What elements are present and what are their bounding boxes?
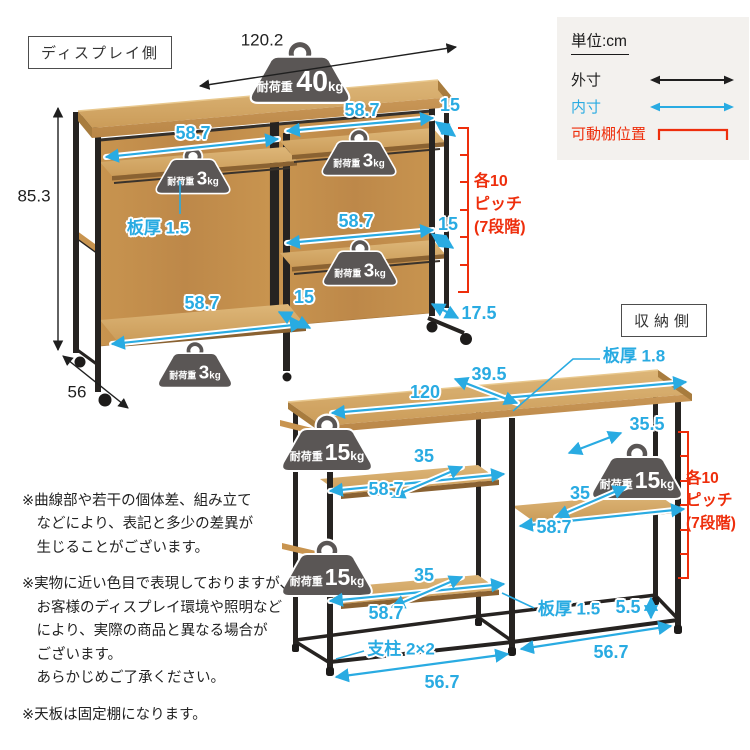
post-size-label: 支柱 2×2 xyxy=(367,639,435,659)
outer-dim-label: 外寸 xyxy=(571,72,602,89)
blue-double-arrow-icon xyxy=(650,102,734,111)
pitch-note: 各10 ピッチ (7段階) xyxy=(474,173,526,237)
dim-shelf-depth: 15 xyxy=(437,214,459,234)
dim-top-width: 120 xyxy=(409,382,441,402)
footnote: ※天板は固定棚になります。 xyxy=(22,706,207,723)
legend-row-inner: 内寸 xyxy=(571,96,735,117)
dim-shelf-width: 58.7 xyxy=(338,211,374,231)
dim-overall-depth: 56 xyxy=(67,382,87,402)
footnote: ※曲線部や若干の個体差、組み立て などにより、表記と多少の差異が 生じることがご… xyxy=(22,493,254,556)
right-frame xyxy=(426,97,472,345)
dim-overall-height: 85.3 xyxy=(17,186,51,206)
display-side-title: ディスプレイ側 xyxy=(28,36,172,69)
red-bracket-icon xyxy=(657,128,729,140)
legend-row-movable: 可動棚位置 xyxy=(571,123,735,144)
legend-row-outer: 外寸 xyxy=(571,69,735,90)
dim-shelf-width: 58.7 xyxy=(344,100,380,120)
dim-shelf-width: 58.7 xyxy=(536,517,572,537)
dim-shelf-width: 58.7 xyxy=(184,293,220,313)
footnotes: ※曲線部や若干の個体差、組み立て などにより、表記と多少の差異が 生じることがご… xyxy=(22,490,322,740)
storage-side-dimensions xyxy=(327,358,689,683)
left-frame xyxy=(73,112,112,407)
unit-label: 単位:cm xyxy=(571,29,629,55)
dim-shelf-width: 58.7 xyxy=(175,123,211,143)
movable-shelf-label: 可動棚位置 xyxy=(571,126,647,143)
dim-top-depth: 39.5 xyxy=(471,364,507,384)
display-side-dimensions xyxy=(52,43,469,409)
dim-under-top-depth: 35.5 xyxy=(629,414,665,434)
board-thickness-label: 板厚 1.5 xyxy=(537,599,601,619)
svg-text:耐荷重15kg: 耐荷重15kg xyxy=(290,439,365,465)
top-thickness-label: 板厚 1.8 xyxy=(602,346,666,366)
pitch-note: 各10 ピッチ (7段階) xyxy=(686,470,736,532)
legend: 単位:cm 外寸 内寸 可動棚位置 xyxy=(557,17,749,160)
dim-bay-inner-width: 56.7 xyxy=(424,672,460,692)
dim-shelf-width: 58.7 xyxy=(368,603,404,623)
dim-shelf-depth: 15 xyxy=(439,95,461,115)
board-thickness-label: 板厚 1.5 xyxy=(126,218,190,238)
dim-shelf-depth: 35 xyxy=(413,565,435,585)
load-capacity-badge-storage: 耐荷重15kg xyxy=(283,414,371,471)
dim-overall-width: 120.2 xyxy=(240,30,284,50)
dim-shelf-depth: 15 xyxy=(293,287,315,307)
dim-shelf-depth: 35 xyxy=(569,483,591,503)
dim-caster-depth: 17.5 xyxy=(461,303,497,323)
dim-rail-height: 5.5 xyxy=(615,597,641,617)
inner-dim-label: 内寸 xyxy=(571,99,602,116)
dim-bay-inner-width: 56.7 xyxy=(593,642,629,662)
load-capacity-badge-storage: 耐荷重15kg xyxy=(593,442,681,499)
dim-shelf-depth: 35 xyxy=(413,446,435,466)
storage-side-title: 収納側 xyxy=(621,304,708,337)
black-double-arrow-icon xyxy=(650,75,734,84)
footnote: ※実物に近い色目で表現しておりますが、 お客様のディスプレイ環境や照明など によ… xyxy=(22,576,294,687)
dim-shelf-width: 58.7 xyxy=(368,479,404,499)
